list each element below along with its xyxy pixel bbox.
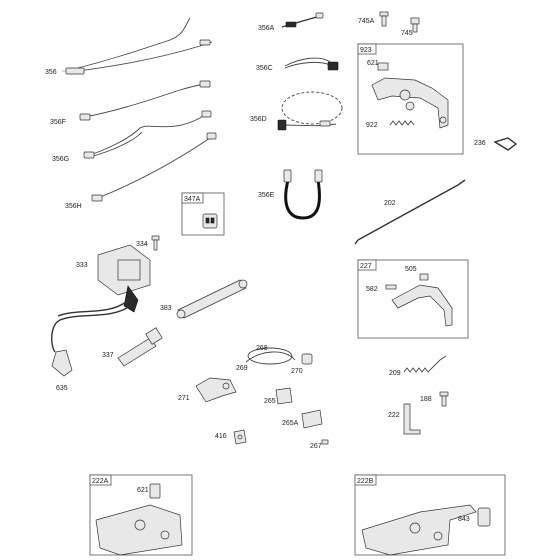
label-222A: 222A xyxy=(92,478,109,485)
label-188: 188 xyxy=(420,396,432,403)
part-333-ignition-coil xyxy=(51,244,151,353)
label-356C: 356C xyxy=(256,65,273,72)
part-356-wire xyxy=(62,17,213,75)
label-745: 745 xyxy=(401,30,413,37)
label-271: 271 xyxy=(178,395,190,402)
kit-box-222A xyxy=(89,474,193,556)
part-222B-bracket-assembly xyxy=(361,504,491,556)
part-222-bracket xyxy=(403,403,421,435)
kit-box-222B xyxy=(354,474,506,556)
part-356D-wire xyxy=(277,91,343,131)
label-356F: 356F xyxy=(50,119,66,126)
label-635: 635 xyxy=(56,385,68,392)
part-347A-connector xyxy=(202,213,218,229)
label-356G: 356G xyxy=(52,156,69,163)
kit-tab-347A xyxy=(181,192,204,204)
part-227-lever xyxy=(385,273,453,327)
part-356A-wire xyxy=(281,12,324,28)
part-923-bracket xyxy=(371,62,449,129)
part-271-lever xyxy=(195,377,237,403)
label-265A: 265A xyxy=(282,420,299,427)
part-334-screw xyxy=(151,235,160,251)
part-356H-wire xyxy=(91,132,217,202)
part-356C-wire xyxy=(284,57,339,71)
label-582: 582 xyxy=(366,286,378,293)
label-356H: 356H xyxy=(65,203,82,210)
label-334: 334 xyxy=(136,241,148,248)
part-270-clip xyxy=(301,353,313,365)
kit-box-923 xyxy=(357,43,464,155)
part-745-fastener xyxy=(410,17,420,33)
label-269: 269 xyxy=(236,365,248,372)
label-621-bottom: 621 xyxy=(137,487,149,494)
label-236: 236 xyxy=(474,140,486,147)
part-222A-bracket-assembly xyxy=(95,483,183,556)
label-347A: 347A xyxy=(184,196,201,203)
kit-tab-222B xyxy=(354,474,377,486)
label-505: 505 xyxy=(405,266,417,273)
label-356D: 356D xyxy=(250,116,267,123)
part-416-clip xyxy=(233,429,247,445)
label-337: 337 xyxy=(102,352,114,359)
label-416: 416 xyxy=(215,433,227,440)
part-202-rod xyxy=(354,179,466,245)
part-188-screw xyxy=(439,391,449,407)
part-265-bracket xyxy=(275,387,293,405)
label-356E: 356E xyxy=(258,192,275,199)
label-209: 209 xyxy=(389,370,401,377)
part-268-cable xyxy=(245,347,296,365)
label-621-top: 621 xyxy=(367,60,379,67)
part-356G-wire xyxy=(83,110,212,159)
kit-tab-227 xyxy=(357,259,377,271)
part-236-clip xyxy=(493,137,518,151)
label-922: 922 xyxy=(366,122,378,129)
part-209-spring xyxy=(403,355,447,373)
part-337-spark-plug xyxy=(117,327,163,367)
label-923: 923 xyxy=(360,47,372,54)
part-356E-wire xyxy=(283,169,323,220)
label-270: 270 xyxy=(291,368,303,375)
label-843: 843 xyxy=(458,516,470,523)
kit-tab-222A xyxy=(89,474,112,486)
part-635-boot xyxy=(51,349,73,377)
part-265A-bracket xyxy=(301,409,323,429)
label-222: 222 xyxy=(388,412,400,419)
label-222B: 222B xyxy=(357,478,374,485)
part-356F-wire xyxy=(79,80,211,121)
label-267: 267 xyxy=(310,443,322,450)
kit-box-227 xyxy=(357,259,469,339)
label-265: 265 xyxy=(264,398,276,405)
label-356A: 356A xyxy=(258,25,275,32)
label-202: 202 xyxy=(384,200,396,207)
label-227: 227 xyxy=(360,263,372,270)
label-745A: 745A xyxy=(358,18,375,25)
label-383: 383 xyxy=(160,305,172,312)
part-922-spring xyxy=(389,120,415,126)
label-356: 356 xyxy=(45,69,57,76)
part-745A-bolt xyxy=(379,11,389,27)
kit-tab-923 xyxy=(357,43,377,55)
part-383-tube xyxy=(176,279,248,319)
label-333: 333 xyxy=(76,262,88,269)
part-267-screw xyxy=(321,439,329,445)
label-268: 268 xyxy=(256,345,268,352)
